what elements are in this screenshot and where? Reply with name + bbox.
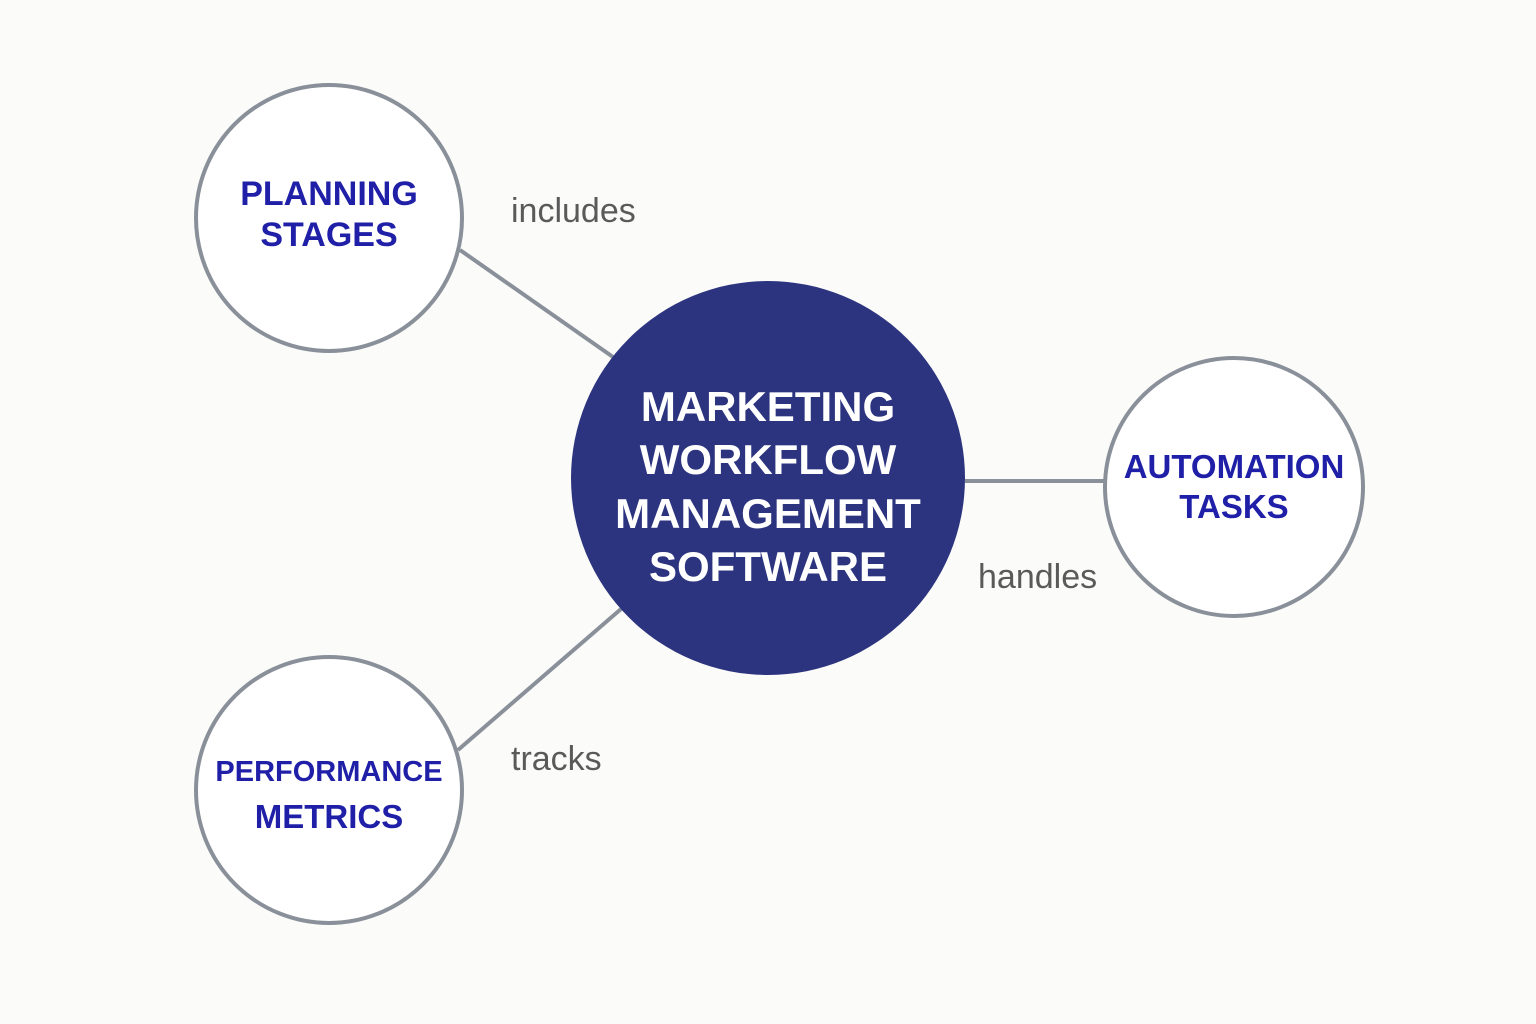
- planning-stages-circle: [194, 83, 464, 353]
- center-node-label: MARKETING WORKFLOW MANAGEMENT SOFTWARE: [568, 380, 968, 593]
- automation-tasks-label: AUTOMATION TASKS: [1109, 447, 1359, 526]
- center-circle: [571, 281, 965, 675]
- automation-label-line-2: TASKS: [1179, 487, 1289, 525]
- planning-label-line-2: STAGES: [260, 215, 398, 254]
- performance-metrics-circle: [194, 655, 464, 925]
- automation-tasks-circle: [1103, 356, 1365, 618]
- performance-metrics-label: PERFORMANCE METRICS: [199, 751, 459, 841]
- center-label-line-3: MANAGEMENT: [615, 489, 921, 537]
- edge-label-handles: handles: [978, 558, 1098, 596]
- center-label-line-4: SOFTWARE: [649, 542, 887, 590]
- automation-label-line-1: AUTOMATION: [1123, 448, 1345, 485]
- center-label-line-2: WORKFLOW: [639, 436, 897, 484]
- edge-label-tracks: tracks: [511, 740, 602, 778]
- connector-planning: [458, 248, 615, 359]
- performance-label-line-1: PERFORMANCE: [215, 756, 443, 788]
- connector-performance: [456, 607, 623, 752]
- planning-stages-label: PLANNING STAGES: [199, 174, 459, 256]
- planning-label-line-1: PLANNING: [240, 175, 418, 213]
- center-label-line-1: MARKETING: [640, 383, 896, 430]
- performance-label-line-2: METRICS: [254, 798, 404, 836]
- edge-label-includes: includes: [511, 192, 636, 230]
